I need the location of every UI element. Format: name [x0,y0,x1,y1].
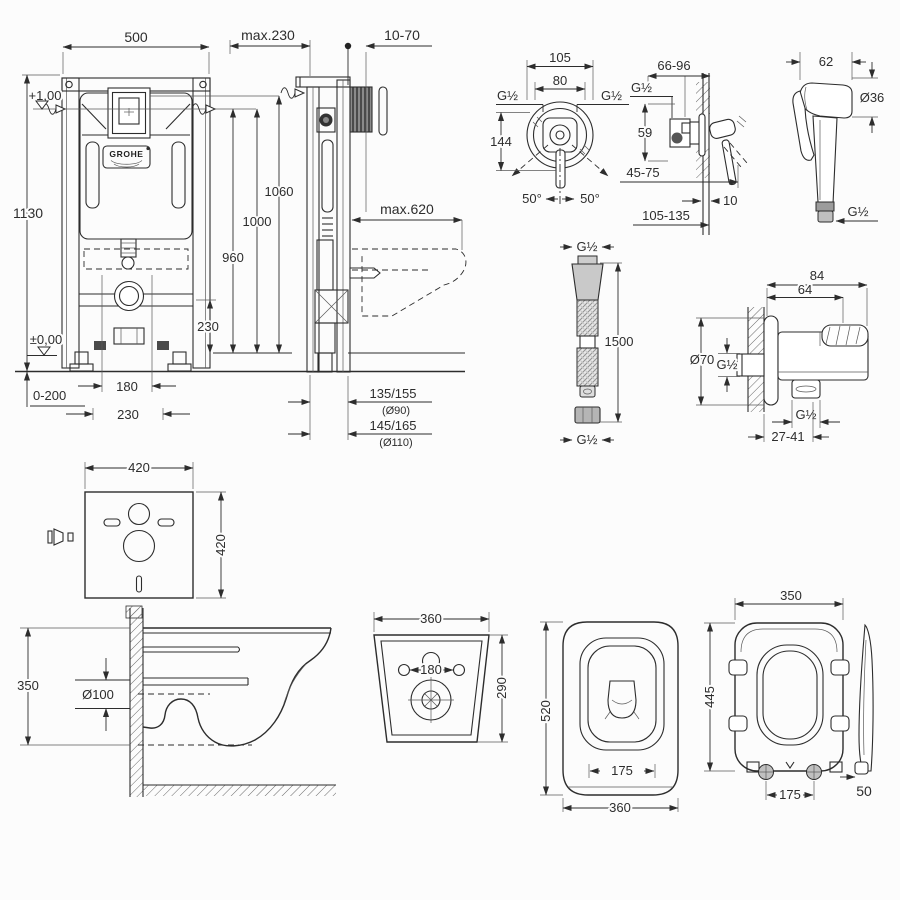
dim-max620: max.620 [380,201,434,217]
dim-holder-64: 64 [798,282,812,297]
frame-side-view: max.230 10-70 max.620 135/155 (Ø90) 145/… [229,25,467,451]
dim-hose-thread-bottom: G½ [577,432,598,447]
dim-outlet-height-230: 230 [197,319,219,334]
dim-960: 960 [222,250,244,265]
dim-max230: max.230 [241,27,295,43]
grohe-logo: GROHE [109,149,143,159]
dim-hose-thread-top: G½ [577,239,598,254]
hand-shower-view: 62 Ø36 G½ [786,52,886,225]
dim-shower-thread: G½ [848,204,869,219]
dim-angle-50-right: 50° [580,191,600,206]
dim-outlet-thread: G½ [796,407,817,422]
dim-holder-27-41: 27-41 [771,429,804,444]
fastener-icon [47,528,74,546]
dim-drain-d100: Ø100 [82,687,114,702]
frame-front-view: GROHE +1,00 ±0,00 500 1130 0-200 180 230 [11,27,465,424]
dim-head-62: 62 [819,54,833,69]
dim-button-depth: 10-70 [384,27,420,43]
sound-insulation-pad-view: 420 420 [47,458,230,619]
seat-view: 350 175 445 50 [700,586,874,804]
dim-pad-height: 420 [213,534,228,556]
dim-1000: 1000 [243,214,272,229]
dim-supply-230: 230 [117,407,139,422]
dim-thread-left: G½ [497,88,518,103]
dim-frame-width: 500 [124,29,148,45]
dim-105-135: 105-135 [642,208,690,223]
dim-pad-width: 420 [128,460,150,475]
dim-outlet-d110: (Ø110) [379,437,412,449]
dim-outlet-180: 180 [116,379,138,394]
dim-mixer-80: 80 [553,73,567,88]
wall-holder-view: 84 64 Ø70 G½ G½ 27-41 [688,266,869,446]
shower-hose-view: G½ G½ 1500 [560,237,635,449]
dim-mount-height: 290 [494,677,509,699]
dim-mixer-105: 105 [549,50,571,65]
dim-mixer-59: 59 [638,125,652,140]
dim-seat-holes-175: 175 [611,763,633,778]
dim-1060: 1060 [265,184,294,199]
dim-head-d36: Ø36 [860,90,885,105]
dim-seat-width: 350 [780,588,802,603]
dim-hose-length: 1500 [605,334,634,349]
dim-mixer-side-thread: G½ [631,80,652,95]
shower-trigger [792,90,815,161]
dim-level-zero: ±0,00 [30,332,62,347]
dim-inlet-thread: G½ [717,357,738,372]
dim-bowl-height: 350 [17,678,39,693]
dim-level-plus100: +1,00 [29,88,62,103]
dim-handle-45-75: 45-75 [626,165,659,180]
shower-mixer-front-view: 50° 50° 105 80 G½ G½ 144 [488,48,629,208]
dim-foot-adjust: 0-200 [33,388,66,403]
dim-outlet-135-155: 135/155 [370,386,417,401]
bowl-plan-view: 175 520 360 [536,621,679,817]
dim-bowl-width: 360 [609,800,631,815]
shower-mixer-side-view: 66-96 G½ 59 45-75 10 105-135 [620,56,748,235]
dim-outlet-145-165: 145/165 [370,418,417,433]
grohe-logo-badge: GROHE [102,145,151,169]
dim-mount-width: 360 [420,611,442,626]
dim-rosette-d70: Ø70 [690,352,715,367]
dim-seat-depth: 445 [702,686,717,708]
dim-mixer-144: 144 [490,134,512,149]
dim-thread-right: G½ [601,88,622,103]
dim-frame-height: 1130 [13,205,43,221]
bowl-side-view: 350 Ø100 [15,608,336,797]
dim-bowl-depth: 520 [538,700,553,722]
dim-seat-thickness: 50 [856,783,872,799]
dim-angle-50-left: 50° [522,191,542,206]
dim-mixer-depth-66-96: 66-96 [657,58,690,73]
dim-hinge-175: 175 [779,787,801,802]
dim-outlet-d90: (Ø90) [382,405,410,417]
bowl-mounting-view: 180 360 290 [373,609,511,743]
dim-plate-10: 10 [723,193,737,208]
dim-fixing-180: 180 [420,662,442,677]
dim-holder-84: 84 [810,268,824,283]
